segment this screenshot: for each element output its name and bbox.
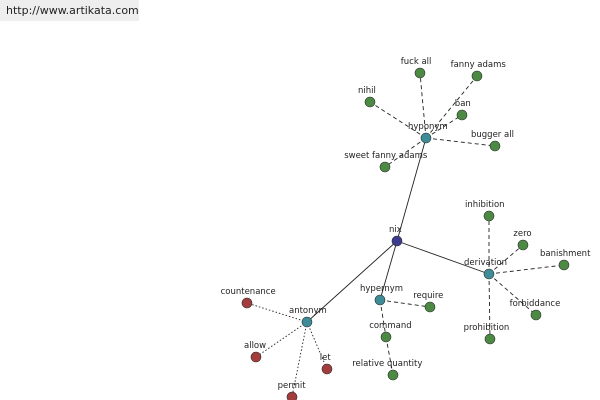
node-dot-inhibition[interactable] (483, 210, 495, 222)
node-bugger-all[interactable]: bugger all (471, 130, 514, 152)
node-dot-allow[interactable] (250, 351, 262, 363)
node-label-derivation: derivation (464, 258, 507, 268)
node-dot-derivation[interactable] (483, 268, 495, 280)
node-derivation[interactable]: derivation (464, 258, 507, 280)
node-countenance[interactable]: countenance (221, 287, 276, 309)
node-label-allow: allow (244, 341, 266, 351)
edge-derivation-zero (488, 244, 524, 275)
node-dot-command[interactable] (380, 331, 392, 343)
edge-hyponym-sweet-fanny-adams (384, 137, 427, 168)
node-dot-relative-quantity[interactable] (387, 369, 399, 381)
edge-hyponym-nihil (369, 101, 427, 139)
node-dot-let[interactable] (321, 363, 333, 375)
node-label-command: command (369, 321, 411, 331)
node-label-zero: zero (513, 229, 531, 239)
node-label-relative-quantity: relative quantity (352, 359, 422, 369)
edge-hyponym-fuck-all (419, 72, 427, 139)
node-permit[interactable]: permit (278, 381, 307, 400)
node-label-fuck-all: fuck all (401, 57, 432, 67)
edge-nix-antonym (306, 240, 398, 323)
node-relative-quantity[interactable]: relative quantity (352, 359, 422, 381)
edge-derivation-forbiddance (488, 273, 537, 316)
node-label-prohibition: prohibition (464, 323, 510, 333)
node-dot-hyponym[interactable] (420, 132, 432, 144)
node-dot-ban[interactable] (456, 109, 468, 121)
node-dot-nihil[interactable] (364, 96, 376, 108)
edge-nix-derivation (396, 240, 490, 275)
node-ban[interactable]: ban (455, 99, 471, 121)
edge-derivation-prohibition (488, 273, 491, 340)
node-label-permit: permit (278, 381, 307, 391)
node-label-forbiddance: forbiddance (510, 299, 561, 309)
edge-command-relative-quantity (385, 336, 394, 376)
node-label-bugger-all: bugger all (471, 130, 514, 140)
node-nihil[interactable]: nihil (358, 86, 376, 108)
node-dot-zero[interactable] (517, 239, 529, 251)
node-dot-banishment[interactable] (558, 259, 570, 271)
node-label-require: require (413, 291, 443, 301)
node-label-sweet-fanny-adams: sweet fanny adams (344, 151, 428, 161)
node-forbiddance[interactable]: forbiddance (510, 299, 561, 321)
node-antonym[interactable]: antonym (289, 306, 327, 328)
edge-antonym-permit (291, 321, 308, 398)
node-label-hyponym: hyponym (408, 122, 448, 132)
node-dot-sweet-fanny-adams[interactable] (379, 161, 391, 173)
node-let[interactable]: let (320, 353, 333, 375)
node-dot-prohibition[interactable] (484, 333, 496, 345)
node-label-fanny-adams: fanny adams (451, 60, 507, 70)
node-label-inhibition: inhibition (465, 200, 505, 210)
node-dot-hypernym[interactable] (374, 294, 386, 306)
node-dot-nix[interactable] (391, 235, 403, 247)
edge-nix-hypernym (379, 240, 398, 301)
node-inhibition[interactable]: inhibition (465, 200, 505, 222)
node-label-nix: nix (389, 225, 402, 235)
node-fuck-all[interactable]: fuck all (401, 57, 432, 79)
edge-derivation-banishment (488, 264, 565, 275)
node-label-banishment: banishment (540, 249, 591, 259)
edge-hyponym-fanny-adams (425, 75, 478, 139)
node-allow[interactable]: allow (244, 341, 266, 363)
edge-hyponym-bugger-all (425, 137, 496, 147)
edge-hypernym-require (379, 299, 431, 308)
url-bar: http://www.artikata.com (0, 0, 139, 21)
node-dot-forbiddance[interactable] (530, 309, 542, 321)
graph-nodes: nix hyponym derivation hypernym antonym fuck … (221, 57, 591, 400)
node-dot-antonym[interactable] (301, 316, 313, 328)
node-label-nihil: nihil (358, 86, 376, 96)
node-dot-bugger-all[interactable] (489, 140, 501, 152)
node-prohibition[interactable]: prohibition (464, 323, 510, 345)
node-hyponym[interactable]: hyponym (408, 122, 448, 144)
edge-nix-hyponym (396, 137, 427, 242)
node-label-let: let (320, 353, 332, 363)
edge-hypernym-command (379, 299, 387, 338)
node-require[interactable]: require (413, 291, 443, 313)
node-banishment[interactable]: banishment (540, 249, 591, 271)
edge-hyponym-ban (425, 114, 463, 139)
node-fanny-adams[interactable]: fanny adams (451, 60, 507, 82)
node-dot-countenance[interactable] (241, 297, 253, 309)
edge-antonym-allow (255, 321, 308, 358)
node-dot-require[interactable] (424, 301, 436, 313)
node-dot-fuck-all[interactable] (414, 67, 426, 79)
node-sweet-fanny-adams[interactable]: sweet fanny adams (344, 151, 428, 173)
node-label-countenance: countenance (221, 287, 276, 297)
node-label-hypernym: hypernym (360, 284, 403, 294)
node-label-ban: ban (455, 99, 471, 109)
node-nix[interactable]: nix (389, 225, 403, 247)
node-dot-fanny-adams[interactable] (471, 70, 483, 82)
node-dot-permit[interactable] (286, 391, 298, 400)
node-command[interactable]: command (369, 321, 412, 343)
node-label-antonym: antonym (289, 306, 327, 316)
graph-edges (246, 72, 565, 398)
node-zero[interactable]: zero (513, 229, 532, 251)
site-url-link[interactable]: http://www.artikata.com (6, 4, 139, 17)
node-hypernym[interactable]: hypernym (360, 284, 403, 306)
edge-antonym-let (306, 321, 328, 370)
